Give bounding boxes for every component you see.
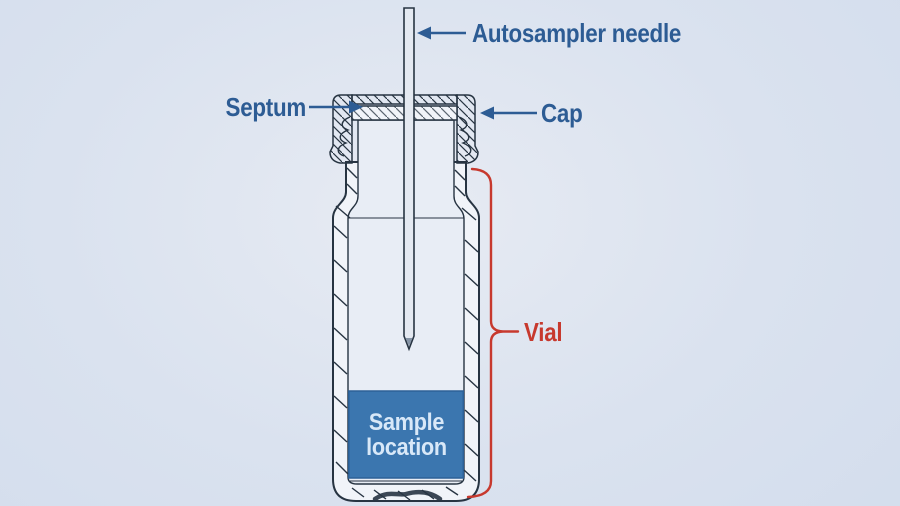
sample-fill-rect — [348, 390, 465, 479]
needle-shape — [403, 7, 415, 352]
label-cap: Cap — [541, 98, 583, 128]
septum-arrow — [309, 100, 363, 114]
label-autosampler-needle: Autosampler needle — [472, 18, 682, 48]
cap-left-crimp — [337, 116, 351, 157]
needle-tip — [405, 338, 413, 346]
needle-arrow — [417, 26, 466, 40]
cap-arrow — [480, 106, 537, 120]
label-septum: Septum — [225, 92, 307, 122]
label-vial: Vial — [524, 317, 563, 347]
vial-bottom-dome — [372, 489, 443, 502]
vial-bracket — [466, 167, 520, 499]
cap-left-side — [329, 94, 353, 164]
label-sample-location: Sample location — [366, 409, 447, 461]
glass-hatch-ticks — [333, 167, 479, 501]
cap-right-side — [456, 94, 479, 164]
cap-right-crimp — [458, 116, 472, 157]
